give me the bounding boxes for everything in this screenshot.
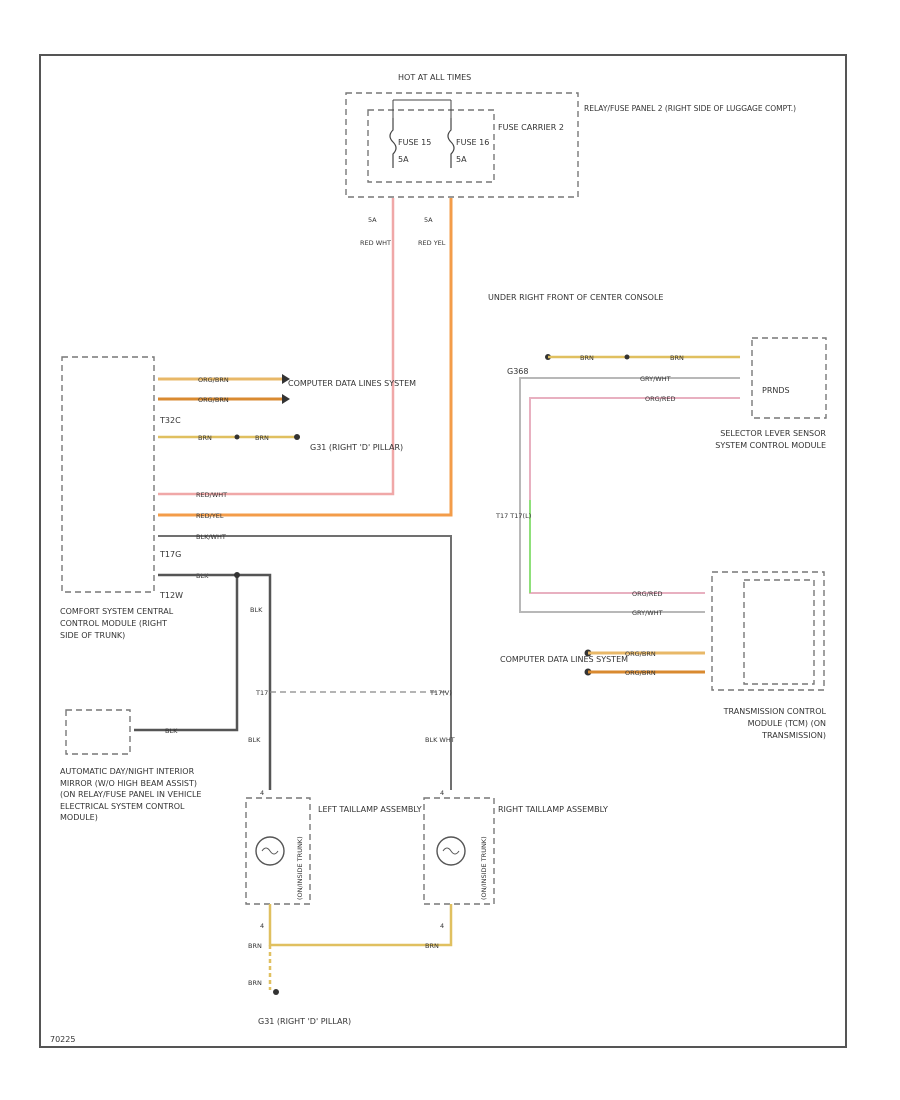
svg-text:T32C: T32C [159, 416, 181, 425]
ground-bottom-label: G31 (RIGHT 'D' PILLAR) [258, 1017, 351, 1026]
svg-text:4: 4 [440, 922, 444, 930]
diagram-frame [39, 54, 847, 1048]
selector-lever-module: PRNDS SELECTOR LEVER SENSOR SYSTEM CONTR… [715, 337, 827, 450]
svg-text:(ON/INSIDE TRUNK): (ON/INSIDE TRUNK) [296, 836, 304, 900]
cdl-bottom-label: COMPUTER DATA LINES SYSTEM [500, 655, 628, 664]
wire-red-wht-vlabel: RED WHT [360, 239, 391, 247]
ground-top-label: G31 (RIGHT 'D' PILLAR) [310, 443, 403, 452]
svg-text:FUSE 15: FUSE 15 [398, 138, 431, 147]
wire-org-red-selector [529, 397, 740, 594]
wire-red-yel-vlabel: RED YEL [418, 239, 446, 247]
tcm-label: TRANSMISSION CONTROL MODULE (TCM) (ON TR… [723, 707, 826, 740]
fuse-carrier-label: FUSE CARRIER 2 [498, 123, 564, 132]
interior-mirror: AUTOMATIC DAY/NIGHT INTERIOR MIRROR (W/O… [60, 709, 202, 822]
comfort-module: T32C T17G T12W COMFORT SYSTEM CENTRAL CO… [60, 356, 183, 640]
transmission-control-module: TRANSMISSION CONTROL MODULE (TCM) (ON TR… [711, 571, 826, 740]
wire-red-wht [158, 198, 395, 496]
svg-text:T17G: T17G [159, 550, 181, 559]
svg-text:BRN: BRN [255, 434, 269, 442]
svg-text:ORG/BRN: ORG/BRN [625, 650, 656, 658]
svg-text:RED/YEL: RED/YEL [196, 512, 224, 520]
mirror-label: AUTOMATIC DAY/NIGHT INTERIOR MIRROR (W/O… [60, 767, 202, 822]
left-taillamp: 4 4 LEFT TAILLAMP ASSEMBLY (ON/INSIDE TR… [245, 789, 422, 930]
svg-text:ORG/RED: ORG/RED [645, 395, 676, 403]
diagram-id: 70225 [50, 1035, 75, 1044]
svg-text:BRN: BRN [670, 354, 684, 362]
wire-blk-wht [158, 535, 452, 790]
svg-text:RIGHT TAILLAMP ASSEMBLY: RIGHT TAILLAMP ASSEMBLY [498, 805, 608, 814]
svg-text:BRN: BRN [425, 942, 439, 950]
svg-text:GRY/WHT: GRY/WHT [640, 375, 671, 383]
svg-text:T17 T17(L): T17 T17(L) [495, 512, 531, 520]
svg-text:ORG/BRN: ORG/BRN [198, 376, 229, 384]
svg-text:GRY/WHT: GRY/WHT [632, 609, 663, 617]
fuse-15: FUSE 15 5A [389, 118, 431, 168]
svg-text:BRN: BRN [248, 979, 262, 987]
fuse-16: FUSE 16 5A [447, 118, 489, 168]
fuse16-out-label: 5A [424, 216, 433, 224]
selector-lever-label: SELECTOR LEVER SENSOR SYSTEM CONTROL MOD… [715, 429, 826, 450]
wire-blk-mirror [134, 575, 239, 732]
svg-text:BRN: BRN [248, 942, 262, 950]
right-taillamp: 4 4 RIGHT TAILLAMP ASSEMBLY (ON/INSIDE T… [423, 789, 608, 930]
svg-text:ORG/BRN: ORG/BRN [625, 669, 656, 677]
wire-blk-main [158, 573, 272, 790]
ground-center-label: UNDER RIGHT FRONT OF CENTER CONSOLE [488, 293, 663, 302]
svg-text:BLK WHT: BLK WHT [425, 736, 455, 744]
svg-text:T12W: T12W [159, 591, 183, 600]
svg-text:4: 4 [260, 789, 264, 797]
svg-text:5A: 5A [456, 155, 467, 164]
cdl-top-label: COMPUTER DATA LINES SYSTEM [288, 379, 416, 388]
svg-text:T17: T17 [255, 689, 268, 697]
svg-text:BLK/WHT: BLK/WHT [196, 533, 226, 541]
ground-center-code: G368 [507, 367, 528, 376]
svg-text:FUSE 16: FUSE 16 [456, 138, 489, 147]
relay-fuse-panel-label: RELAY/FUSE PANEL 2 (RIGHT SIDE OF LUGGAG… [584, 104, 796, 113]
svg-text:PRNDS: PRNDS [762, 386, 790, 395]
svg-text:RED/WHT: RED/WHT [196, 491, 227, 499]
svg-text:5A: 5A [398, 155, 409, 164]
svg-text:(ON/INSIDE TRUNK): (ON/INSIDE TRUNK) [480, 836, 488, 900]
hot-at-all-times-label: HOT AT ALL TIMES [398, 73, 471, 82]
svg-text:BLK: BLK [165, 727, 178, 735]
fuse-panel: HOT AT ALL TIMES RELAY/FUSE PANEL 2 (RIG… [345, 73, 796, 198]
svg-text:T17(V): T17(V) [429, 689, 452, 697]
svg-text:ORG/BRN: ORG/BRN [198, 396, 229, 404]
svg-text:LEFT TAILLAMP ASSEMBLY: LEFT TAILLAMP ASSEMBLY [318, 805, 422, 814]
wire-gry-wht-selector [519, 377, 740, 613]
comfort-module-label: COMFORT SYSTEM CENTRAL CONTROL MODULE (R… [60, 607, 174, 640]
svg-text:BRN: BRN [198, 434, 212, 442]
svg-text:BLK: BLK [248, 736, 261, 744]
fuse15-out-label: 5A [368, 216, 377, 224]
svg-text:4: 4 [440, 789, 444, 797]
wire-brn-ground [268, 904, 453, 947]
svg-text:BRN: BRN [580, 354, 594, 362]
svg-text:ORG/RED: ORG/RED [632, 590, 663, 598]
wire-red-yel [158, 198, 453, 517]
svg-text:4: 4 [260, 922, 264, 930]
comfort-pin-wires: ORG/BRN ORG/BRN BRN BRN RED/WHT RED/YEL … [158, 374, 300, 580]
svg-text:BLK: BLK [250, 606, 263, 614]
